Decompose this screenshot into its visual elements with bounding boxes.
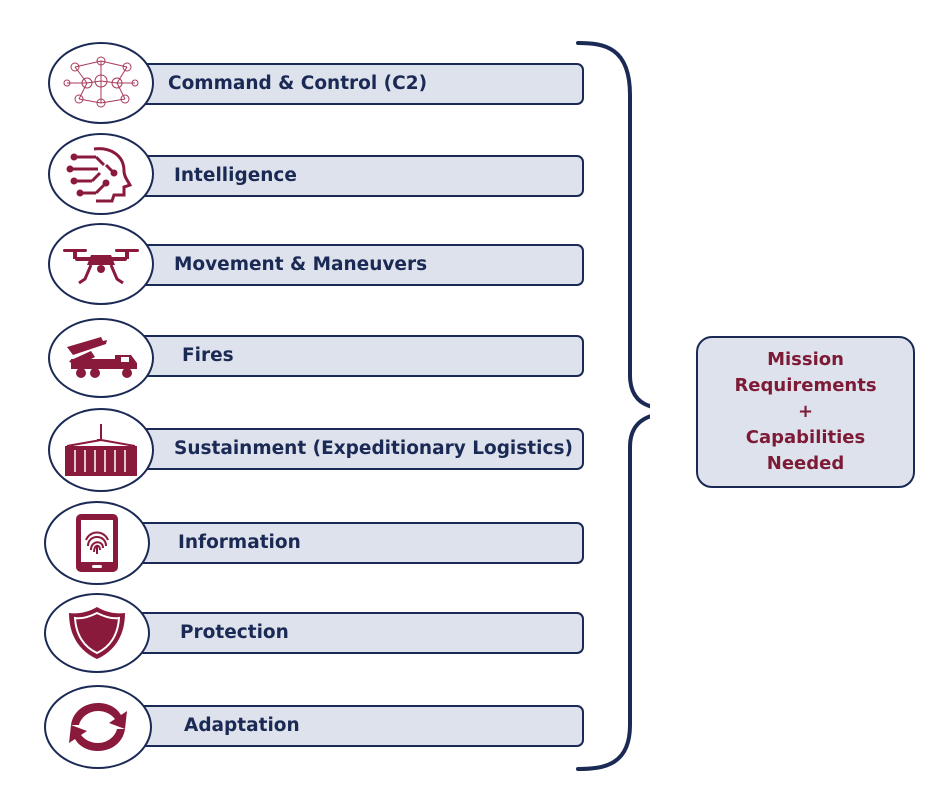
function-label: Command & Control (C2)	[168, 73, 428, 94]
function-bar: Information	[100, 522, 584, 564]
function-label: Intelligence	[174, 165, 297, 186]
function-bar: Protection	[100, 612, 584, 654]
function-row-adaptation: Adaptation	[0, 0, 600, 769]
grouping-brace	[576, 41, 650, 771]
result-line: Requirements	[734, 375, 877, 396]
function-label: Sustainment (Expeditionary Logistics)	[174, 438, 573, 459]
result-line: Capabilities	[745, 427, 866, 448]
function-row-protection: Protection	[0, 0, 600, 673]
shield-icon	[44, 593, 150, 673]
function-label: Information	[178, 532, 301, 553]
cycle-arrows-icon	[44, 685, 152, 769]
function-row-fires: Fires	[0, 0, 600, 398]
drone-icon	[48, 223, 154, 305]
ai-head-icon	[48, 133, 154, 215]
network-icon	[48, 42, 154, 124]
function-bar: Intelligence	[100, 155, 584, 197]
container-crane-icon	[48, 408, 154, 492]
function-bar: Movement & Maneuvers	[100, 244, 584, 286]
function-bar: Adaptation	[100, 705, 584, 747]
function-bar: Fires	[100, 335, 584, 377]
function-bar: Sustainment (Expeditionary Logistics)	[100, 428, 584, 470]
result-line: +	[797, 401, 814, 422]
function-row-information: Information	[0, 0, 600, 585]
result-line: Mission	[767, 349, 844, 370]
mission-requirements-box: Mission Requirements + Capabilities Need…	[696, 336, 915, 488]
function-bar: Command & Control (C2)	[100, 63, 584, 105]
function-label: Movement & Maneuvers	[174, 254, 428, 275]
missile-launcher-icon	[48, 318, 154, 398]
tablet-fingerprint-icon	[44, 501, 150, 585]
function-row-intelligence: Intelligence	[0, 0, 600, 215]
function-row-sustainment: Sustainment (Expeditionary Logistics)	[0, 0, 600, 492]
function-label: Fires	[182, 345, 234, 366]
result-line: Needed	[766, 453, 845, 474]
function-label: Protection	[180, 622, 289, 643]
function-row-movement: Movement & Maneuvers	[0, 0, 600, 305]
function-row-c2: Command & Control (C2)	[0, 0, 600, 124]
function-label: Adaptation	[184, 715, 300, 736]
